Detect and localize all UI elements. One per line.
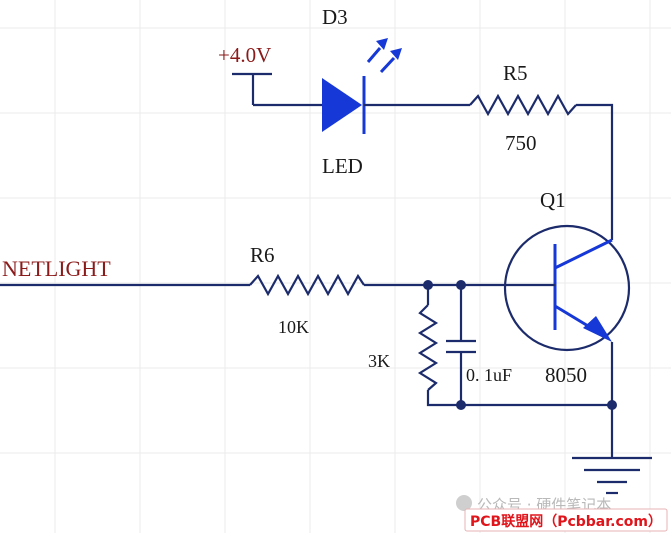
- capacitor-symbol: [446, 285, 476, 405]
- junction-dot: [456, 400, 466, 410]
- r5-resistor: [469, 93, 577, 117]
- power-label: +4.0V: [218, 43, 271, 67]
- wechat-icon: [456, 495, 472, 511]
- led-ref-label: D3: [322, 5, 348, 29]
- r5-ref-label: R5: [503, 61, 528, 85]
- watermark-source: PCB联盟网（Pcbbar.com）: [470, 514, 662, 530]
- r5-to-collector-wire: [576, 103, 614, 240]
- pulldown-value-label: 3K: [368, 351, 390, 371]
- led-symbol: [322, 38, 402, 134]
- net-label: NETLIGHT: [2, 256, 111, 281]
- junction-dot: [607, 400, 617, 410]
- r6-ref-label: R6: [250, 243, 275, 267]
- r5-value-label: 750: [505, 131, 537, 155]
- ground-symbol: [572, 456, 652, 495]
- watermark: 公众号 · 硬件笔记本 PCB联盟网（Pcbbar.com）: [456, 495, 668, 532]
- led-value-label: LED: [322, 154, 363, 178]
- pulldown-to-ground-wire: [426, 390, 612, 407]
- r6-resistor: [249, 273, 365, 297]
- power-supply-symbol: [232, 72, 272, 105]
- transistor-value-label: 8050: [545, 363, 587, 387]
- pulldown-resistor: [417, 304, 439, 391]
- capacitor-value-label: 0. 1uF: [466, 365, 512, 385]
- r6-value-label: 10K: [278, 317, 309, 337]
- transistor-q1-symbol: [503, 224, 631, 352]
- transistor-ref-label: Q1: [540, 188, 566, 212]
